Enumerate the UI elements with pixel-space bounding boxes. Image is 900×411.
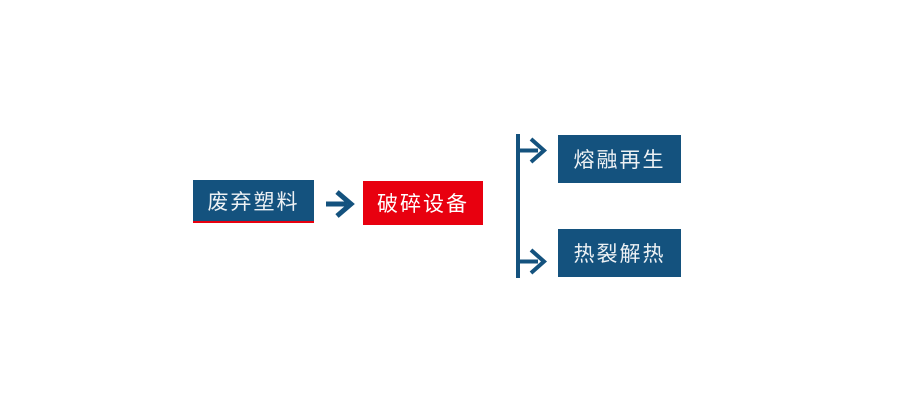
- arrow-right-icon: [518, 248, 548, 275]
- node-melt-regeneration: 熔融再生: [558, 135, 681, 183]
- node-waste-plastic: 废弃塑料: [193, 180, 314, 223]
- arrow-right-icon: [326, 190, 355, 218]
- arrow-right-icon: [518, 137, 548, 164]
- node-crushing-equipment: 破碎设备: [363, 181, 483, 225]
- node-pyrolysis: 热裂解热: [558, 229, 681, 277]
